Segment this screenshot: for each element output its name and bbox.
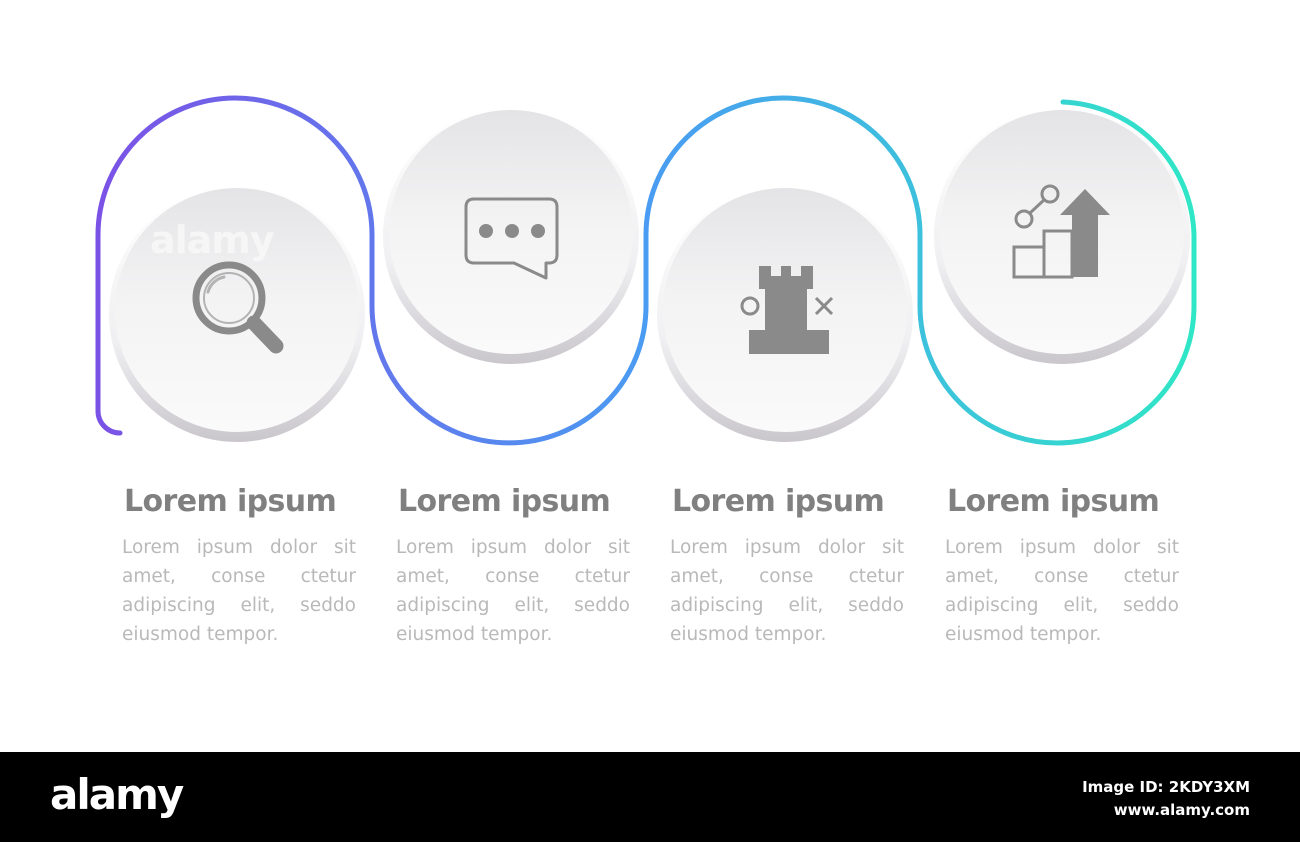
step-3-title: Lorem ipsum bbox=[672, 484, 885, 519]
growth-chart-arrow-icon bbox=[1012, 184, 1110, 279]
step-4-text: Lorem ipsum Lorem ipsum dolor sit amet, … bbox=[945, 484, 1179, 649]
step-1-text: Lorem ipsum Lorem ipsum dolor sit amet, … bbox=[122, 484, 356, 649]
site-url: www.alamy.com bbox=[1113, 801, 1250, 819]
step-2-title: Lorem ipsum bbox=[398, 484, 611, 519]
step-2-description: Lorem ipsum dolor sit amet, conse ctetur… bbox=[396, 537, 630, 645]
magnifier-icon bbox=[192, 261, 284, 354]
flow-outline bbox=[95, 95, 1197, 446]
step-3-description: Lorem ipsum dolor sit amet, conse ctetur… bbox=[670, 537, 904, 645]
step-4-description: Lorem ipsum dolor sit amet, conse ctetur… bbox=[945, 537, 1179, 645]
step-4-title: Lorem ipsum bbox=[947, 484, 1160, 519]
step-2-text: Lorem ipsum Lorem ipsum dolor sit amet, … bbox=[396, 484, 630, 649]
step-3-text: Lorem ipsum Lorem ipsum dolor sit amet, … bbox=[670, 484, 904, 649]
step-1-title: Lorem ipsum bbox=[124, 484, 337, 519]
footer-logo: alamy bbox=[50, 770, 184, 819]
footer-bar: alamy Image ID: 2KDY3XM www.alamy.com bbox=[0, 752, 1300, 842]
chess-rook-strategy-icon bbox=[740, 266, 834, 354]
speech-bubble-icon bbox=[464, 197, 559, 280]
step-1-disc bbox=[109, 186, 365, 442]
image-id: Image ID: 2KDY3XM bbox=[1082, 778, 1250, 796]
footer-meta: Image ID: 2KDY3XM www.alamy.com bbox=[990, 776, 1250, 822]
step-4-disc bbox=[934, 108, 1190, 364]
step-1-description: Lorem ipsum dolor sit amet, conse ctetur… bbox=[122, 537, 356, 645]
process-diagram bbox=[95, 95, 1197, 446]
